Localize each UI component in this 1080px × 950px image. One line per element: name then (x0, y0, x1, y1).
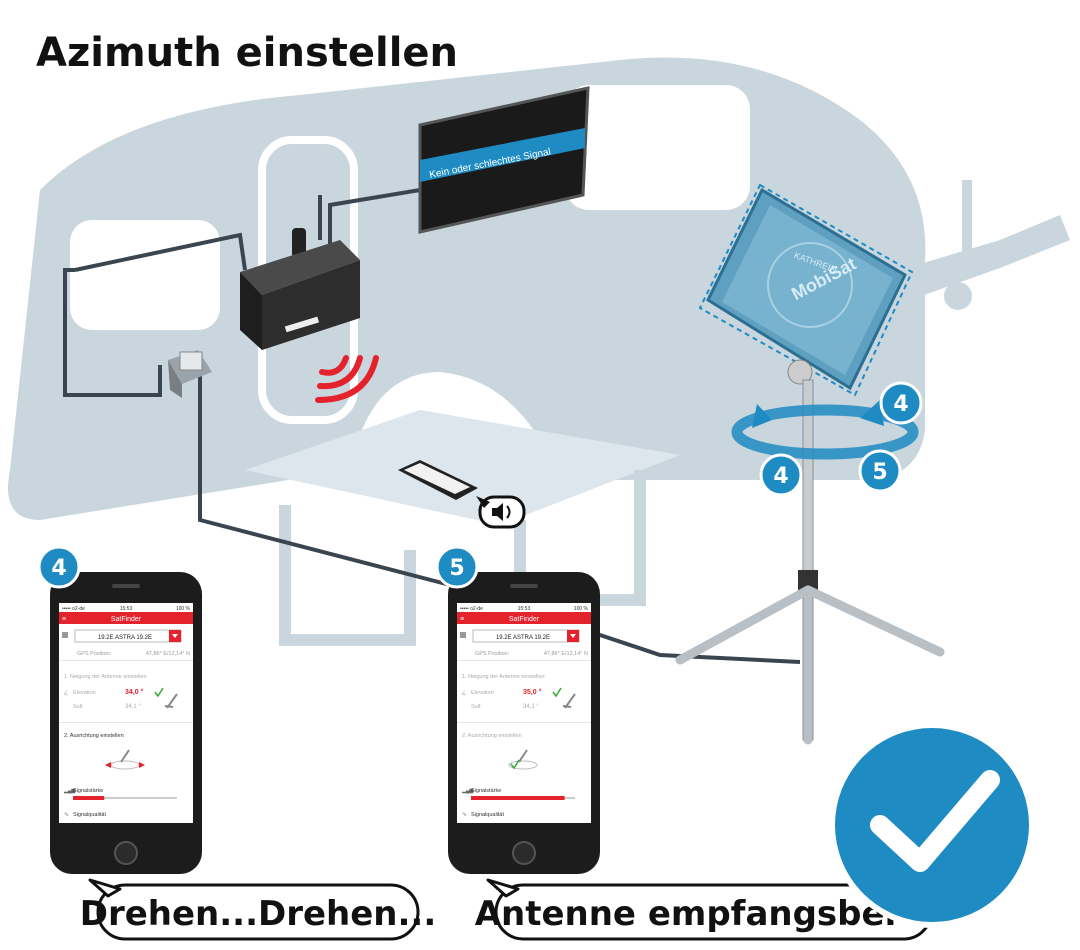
page-title: Azimuth einstellen (36, 30, 458, 76)
elevation-label: Elevation (471, 690, 494, 696)
satellite-antenna: MobiSat KATHREIN (675, 183, 945, 745)
satellite-value: 19.2E ASTRA 19.2E (98, 635, 152, 641)
signal-quality-label: Signalqualität (471, 812, 504, 818)
step-badge-antenna-4b: 4 (759, 453, 803, 497)
divider (59, 660, 193, 661)
status-carrier: ••••• o2-de (62, 606, 85, 612)
satellite-icon (460, 632, 466, 638)
check-icon (154, 687, 164, 698)
tilt-icon: ∡ (461, 691, 466, 697)
app-title: SatFinder (111, 616, 142, 623)
elevation-value: 34,0 ° (125, 688, 144, 696)
speaker-grille (510, 584, 538, 588)
soll-value: 34,1 ° (523, 704, 539, 710)
status-bar (59, 603, 193, 612)
signal-strength-bar (73, 796, 105, 800)
speech-bubble (96, 883, 420, 941)
wireless-signal-icon (315, 355, 379, 403)
soll-label: Soll: (471, 704, 482, 710)
gps-label: GPS Position: (77, 651, 112, 657)
home-button-icon (512, 841, 536, 865)
gps-value: 47,86° E/12,14° N (544, 651, 588, 657)
step-badge-number: 4 (51, 556, 66, 581)
signal-bars-icon: ▂▄▆ (63, 788, 75, 794)
satellite-value: 19.2E ASTRA 19.2E (496, 635, 550, 641)
section-2-heading: 2. Ausrichtung einstellen (64, 733, 124, 739)
table (245, 410, 680, 646)
elevation-label: Elevation (73, 690, 96, 696)
divider (59, 722, 193, 723)
menu-icon: ≡ (460, 616, 464, 623)
step-badge-antenna-5: 5 (858, 449, 902, 493)
home-button-icon (114, 841, 138, 865)
gps-value: 47,86° E/12,14° N (146, 651, 190, 657)
caravan-silhouette (8, 57, 1070, 520)
speaker-bubble (476, 495, 526, 529)
chevron-down-icon (172, 634, 178, 638)
speech-bubble-tail (486, 878, 520, 898)
step-badge-number: 5 (449, 556, 464, 581)
section-1-heading: 1. Neigung der Antenne einstellen (462, 674, 545, 680)
signal-quality-label: Signalqualität (73, 812, 106, 818)
speech-bubble-text: Drehen...Drehen... (80, 894, 437, 934)
antenna-direction-icon (120, 749, 130, 763)
satellite-icon (62, 632, 68, 638)
status-bar (457, 603, 591, 612)
soll-value: 34,1 ° (125, 704, 141, 710)
success-check-icon (829, 722, 1035, 928)
status-time: 15:53 (518, 606, 531, 612)
speech-bubble-tail (88, 878, 122, 898)
arrow-left-icon (105, 762, 111, 768)
check-icon (510, 759, 520, 770)
status-carrier: ••••• o2-de (460, 606, 483, 612)
antenna-tilt-icon (164, 693, 178, 709)
step-badge (37, 545, 81, 589)
app-header (59, 612, 193, 624)
tv-screen: Kein oder schlechtes Signal (418, 86, 590, 234)
tilt-icon: ∡ (63, 691, 68, 697)
signal-quality-icon: ∿ (462, 812, 467, 818)
signal-strength-track (73, 797, 177, 799)
check-icon (552, 687, 562, 698)
svg-text:4: 4 (893, 392, 908, 417)
receiver-box (240, 228, 360, 350)
signal-strength-label: Signalstärke (73, 788, 103, 794)
signal-strength-bar (471, 796, 565, 800)
soll-label: Soll: (73, 704, 84, 710)
signal-quality-icon: ∿ (64, 812, 69, 818)
svg-text:4: 4 (773, 464, 788, 489)
antenna-tilt-icon (562, 693, 576, 709)
speaker-grille (112, 584, 140, 588)
app-title: SatFinder (509, 616, 540, 623)
status-battery: 100 % (574, 606, 589, 612)
divider (457, 660, 591, 661)
menu-icon: ≡ (62, 616, 66, 623)
section-1-heading: 1. Neigung der Antenne einstellen (64, 674, 147, 680)
status-battery: 100 % (176, 606, 191, 612)
signal-bars-icon: ▂▄▆ (461, 788, 473, 794)
step-badge-antenna-4a: 4 (879, 381, 923, 425)
antenna-direction-icon (518, 749, 528, 763)
step-badge (435, 545, 479, 589)
wall-socket (168, 350, 212, 398)
chevron-down-icon (570, 634, 576, 638)
rotation-icon (508, 760, 538, 770)
elevation-value: 35,0 ° (523, 688, 542, 696)
arrow-right-icon (139, 762, 145, 768)
app-header (457, 612, 591, 624)
status-time: 15:53 (120, 606, 133, 612)
section-2-heading: 2. Ausrichtung einstellen (462, 733, 522, 739)
phone-on-table (398, 460, 478, 500)
gps-label: GPS Position: (475, 651, 510, 657)
signal-strength-label: Signalstärke (471, 788, 501, 794)
divider (457, 722, 591, 723)
svg-text:5: 5 (872, 460, 887, 485)
phone-step-4: ••••• o2-de 15:53 100 % ≡ SatFinder 19.2E AST… (37, 545, 437, 941)
